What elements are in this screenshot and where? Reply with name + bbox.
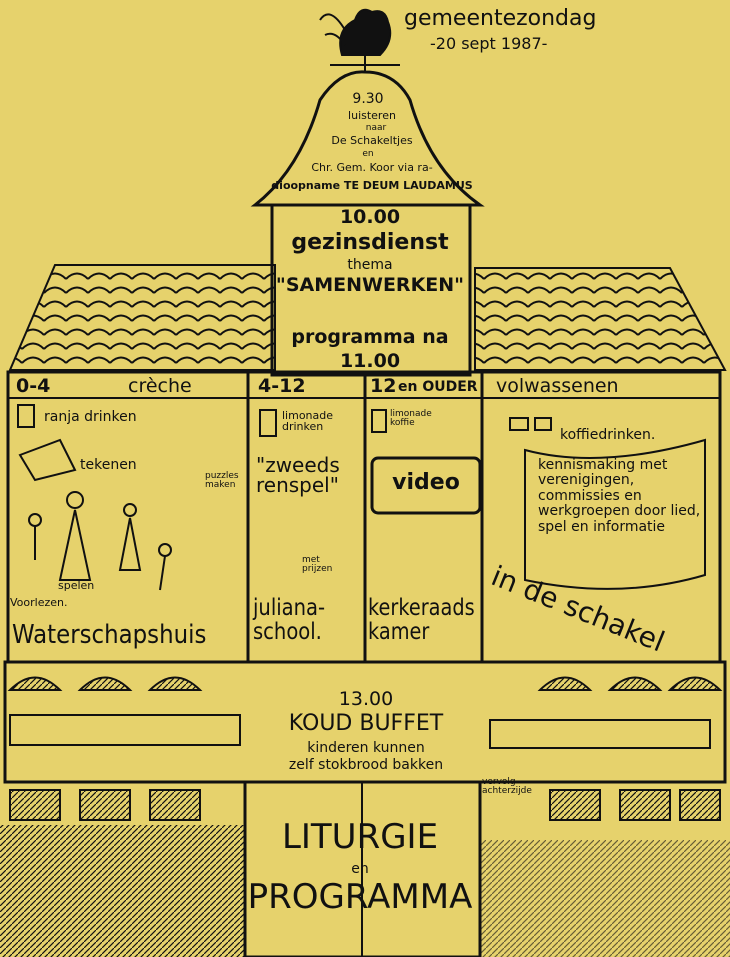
age-12: 12: [370, 375, 397, 397]
tower-roof: [250, 70, 485, 207]
service-title: gezinsdienst: [291, 230, 449, 255]
item-tekenen: tekenen: [80, 457, 137, 473]
item-puzzles: puzzles maken: [205, 471, 239, 490]
item-met-prijzen: met prijzen: [302, 555, 333, 574]
item-kennismaking: kennismaking met verenigingen, commissie…: [538, 457, 701, 535]
item-spelen: spelen: [58, 579, 95, 592]
time-1000: 10.00: [339, 206, 401, 228]
liturgy-and: en: [351, 861, 369, 877]
time-930: 9.30: [352, 91, 384, 107]
item-voorlezen: Voorlezen.: [10, 596, 68, 609]
event-date: -20 sept 1987-: [430, 34, 548, 53]
adults-label: volwassenen: [496, 375, 619, 397]
item-zweeds-renspel: "zweeds renspel": [256, 453, 340, 497]
item-ranja: ranja drinken: [44, 409, 137, 425]
program-after: programma na: [291, 326, 449, 348]
tower-line4: en: [362, 149, 374, 159]
tower-line2: naar: [365, 123, 387, 133]
item-limonade-2: limonade drinken: [282, 409, 334, 433]
tower-line6: dioopname TE DEUM LAUDAMUS: [271, 179, 473, 192]
liturgy-title: LITURGIE: [281, 817, 439, 857]
item-koffiedrinken: koffiedrinken.: [560, 427, 656, 443]
buffet-time: 13.00: [338, 688, 394, 710]
event-title: gemeentezondag: [404, 6, 597, 31]
location-kerkeraadskamer: kerkeraads kamer: [368, 595, 475, 646]
buffet-line1: kinderen kunnen: [307, 740, 425, 756]
time-1100: 11.00: [339, 350, 401, 372]
and-older-label: en OUDER: [398, 379, 478, 395]
location-julianaschool: juliana-school.: [253, 595, 326, 646]
continued-overleaf: vervolg achterzijde: [482, 777, 532, 796]
item-limonade-koffie: limonade koffie: [390, 409, 432, 428]
people-figures-icon: [17, 404, 552, 591]
creche-label: crèche: [128, 375, 192, 397]
item-video: video: [392, 470, 460, 495]
tower-line1: luisteren: [348, 109, 396, 122]
tower-line5: Chr. Gem. Koor via ra-: [311, 161, 433, 174]
age-0-4: 0-4: [16, 375, 51, 397]
buffet-title: KOUD BUFFET: [288, 711, 444, 736]
programme-title: PROGRAMMA: [247, 877, 473, 917]
tower-line3: De Schakeltjes: [331, 134, 413, 147]
location-waterschapshuis: Waterschapshuis: [12, 620, 207, 650]
theme-label: thema: [347, 257, 393, 273]
buffet-line2: zelf stokbrood bakken: [288, 757, 444, 773]
theme-title: "SAMENWERKEN": [275, 274, 465, 296]
age-4-12: 4-12: [258, 375, 306, 397]
